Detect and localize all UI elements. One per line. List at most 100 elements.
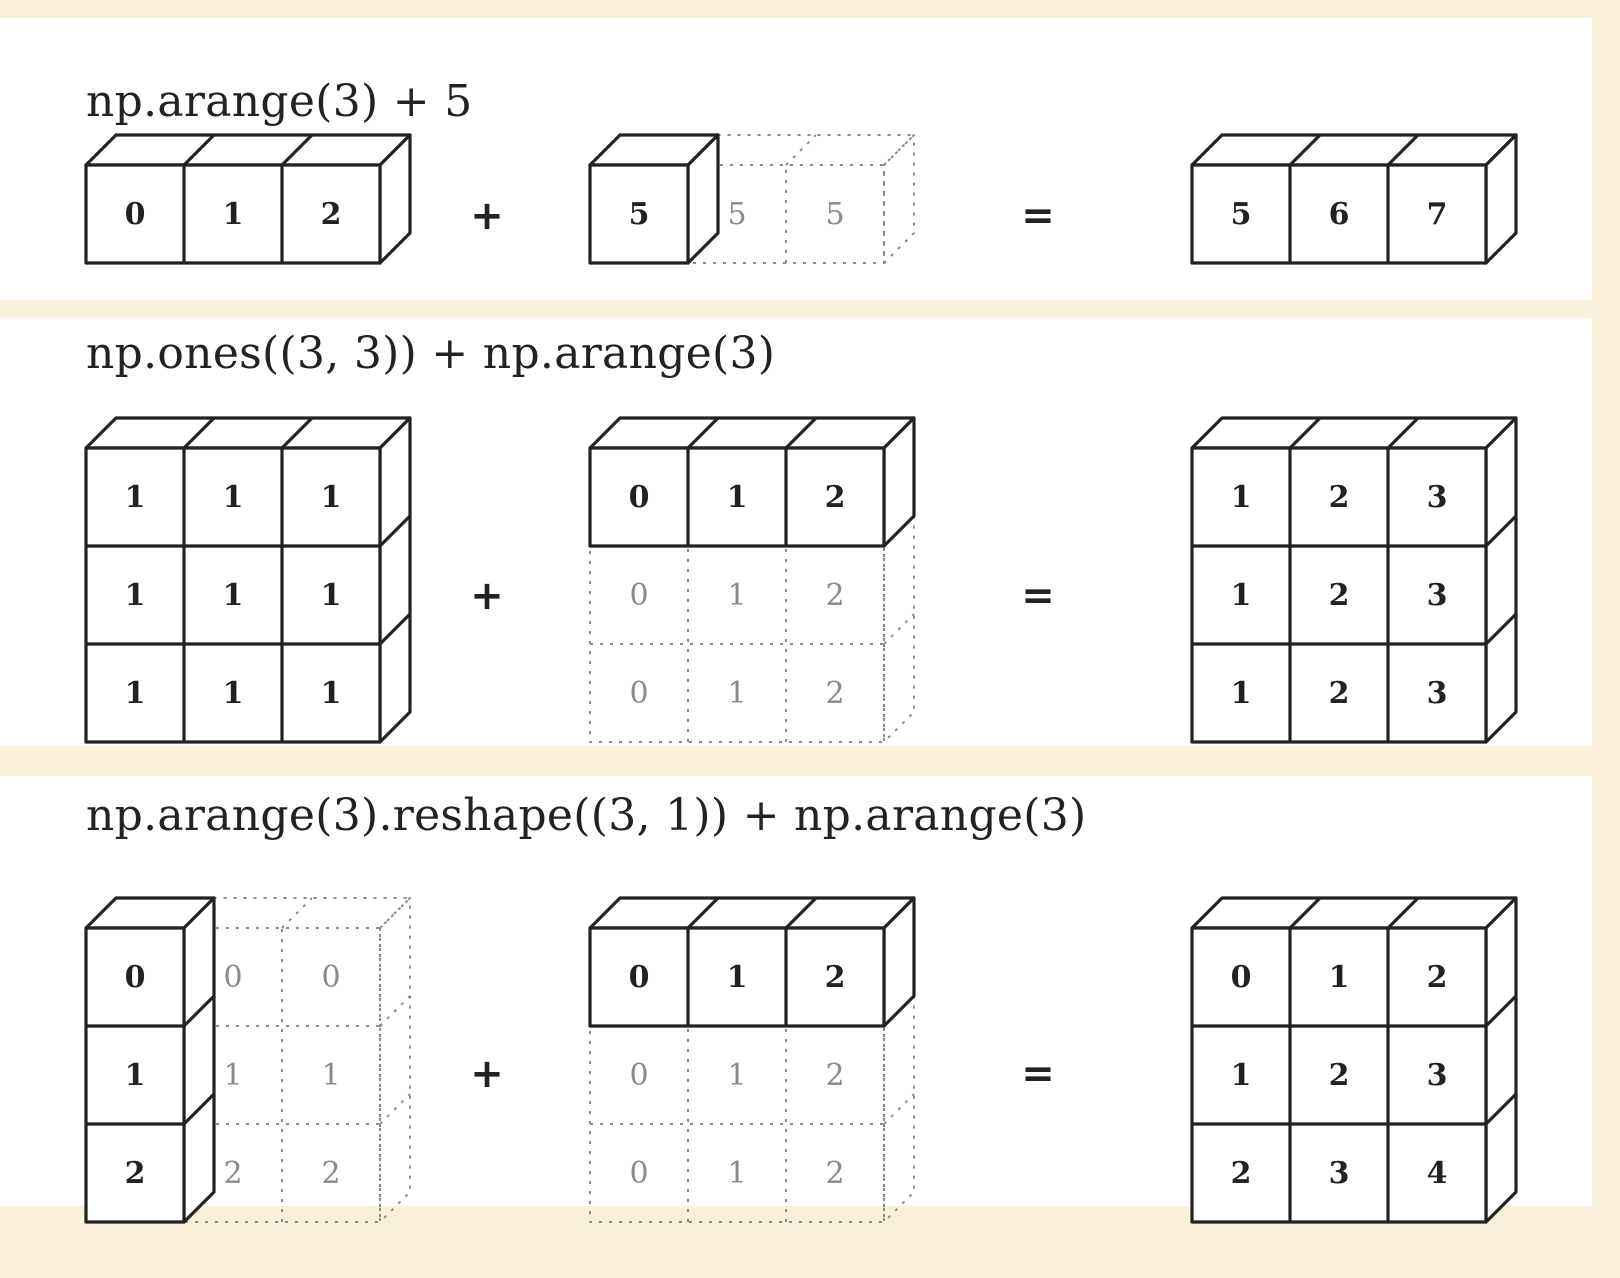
cell-value: 1 [321, 480, 342, 515]
row-3-right-array: 0 1 2 [588, 896, 916, 1028]
row-2-left-array-side-divider [378, 612, 412, 646]
row-2-result-array-top-divider [1386, 416, 1420, 450]
cell-value: 0 [125, 960, 146, 995]
row-1-left-array-front-face [84, 163, 382, 265]
row-2-left-array-side-face [378, 416, 412, 744]
row-2-right-broadcast-side-divider [883, 613, 915, 645]
cell-value: 2 [1329, 1058, 1350, 1093]
row-2-right-array: 0 1 2 [588, 416, 916, 548]
cell-value: 6 [1329, 197, 1350, 232]
row-2-left-array-top-divider [280, 416, 314, 450]
row-3-right-broadcast-front-face [589, 927, 885, 1223]
row-1-left-array: 0 1 2 [84, 133, 412, 265]
cell-value: 1 [223, 480, 244, 515]
cell-value: 3 [1427, 676, 1448, 711]
row-1-plus-operator: + [470, 193, 504, 239]
cell-value: 1 [1231, 676, 1252, 711]
cell-value: 2 [1427, 960, 1448, 995]
cell-value: 2 [125, 1156, 146, 1191]
row-3-right-broadcast: 0 1 2 0 1 2 [589, 897, 915, 1223]
cell-value: 5 [1231, 197, 1252, 232]
row-1-right-broadcast-front-face [589, 164, 885, 264]
row-3-right-array-top-face [588, 896, 916, 930]
row-2-equals-operator: = [1021, 573, 1055, 619]
cell-value: 3 [1329, 1156, 1350, 1191]
row-2-right-array-top-divider [784, 416, 818, 450]
cell-value: 1 [1231, 480, 1252, 515]
row-3-right-broadcast-side-divider [883, 1093, 915, 1125]
ghost-cell-value: 1 [727, 1156, 746, 1191]
row-3-result-array-top-divider [1386, 896, 1420, 930]
row-3-left-broadcast-top-divider [281, 897, 313, 929]
cell-value: 1 [727, 480, 748, 515]
row-2-right-array-top-face [588, 416, 916, 450]
row-2-title: np.ones((3, 3)) + np.arange(3) [86, 328, 776, 379]
row-3-plus-operator: + [470, 1051, 504, 1097]
ghost-cell-value: 2 [825, 1058, 844, 1093]
cell-value: 2 [321, 197, 342, 232]
cell-value: 2 [825, 960, 846, 995]
ghost-cell-value: 0 [629, 1058, 648, 1093]
row-1-title: np.arange(3) + 5 [86, 76, 473, 127]
row-2-result-array-side-divider [1484, 514, 1518, 548]
cell-value: 2 [825, 480, 846, 515]
ghost-cell-value: 1 [223, 1058, 242, 1093]
cell-value: 3 [1427, 480, 1448, 515]
row-3-result-array-side-divider [1484, 1092, 1518, 1126]
cell-value: 1 [223, 197, 244, 232]
cell-value: 1 [125, 676, 146, 711]
row-2-right-array-front-face [588, 446, 886, 548]
row-3-equals-operator: = [1021, 1051, 1055, 1097]
row-3-left-array-front-face [84, 926, 186, 1224]
row-1-result-array-front-face [1190, 163, 1488, 265]
ghost-cell-value: 2 [321, 1156, 340, 1191]
row-1-result-array-top-divider [1288, 133, 1322, 167]
cell-value: 2 [1329, 578, 1350, 613]
row-2-left-array-top-face [84, 416, 412, 450]
cell-value: 3 [1427, 578, 1448, 613]
row-1-left-array-top-face [84, 133, 412, 167]
row-3-right-array-top-divider [686, 896, 720, 930]
cell-value: 0 [629, 960, 650, 995]
cell-value: 1 [125, 1058, 146, 1093]
row-3-left-broadcast-front-face [85, 927, 381, 1223]
cell-value: 2 [1329, 676, 1350, 711]
ghost-cell-value: 5 [825, 197, 844, 232]
ghost-cell-value: 0 [223, 960, 242, 995]
row-2-right-broadcast-front-face [589, 447, 885, 743]
cell-value: 2 [1231, 1156, 1252, 1191]
ghost-cell-value: 0 [629, 578, 648, 613]
cell-value: 1 [321, 578, 342, 613]
ghost-cell-value: 1 [727, 676, 746, 711]
ghost-cell-value: 2 [825, 676, 844, 711]
row-1-right-broadcast-side-face [883, 134, 915, 264]
cell-value: 5 [629, 197, 650, 232]
row-3-result-array-side-face [1484, 896, 1518, 1224]
ghost-cell-value: 0 [321, 960, 340, 995]
ghost-cell-value: 1 [727, 1058, 746, 1093]
row-3-title: np.arange(3).reshape((3, 1)) + np.arange… [86, 790, 1087, 841]
cell-value: 1 [727, 960, 748, 995]
cell-value: 1 [223, 578, 244, 613]
row-3-left-array-side-face [182, 896, 216, 1224]
row-2-result-array-top-divider [1288, 416, 1322, 450]
row-3-result-array-side-divider [1484, 994, 1518, 1028]
cell-value: 0 [125, 197, 146, 232]
row-2-result-array-top-face [1190, 416, 1518, 450]
row-1-result-array: 5 6 7 [1190, 133, 1518, 265]
ghost-cell-value: 2 [825, 1156, 844, 1191]
cell-value: 1 [125, 578, 146, 613]
cell-value: 7 [1427, 197, 1448, 232]
row-3-result-array-front-face [1190, 926, 1488, 1224]
cell-value: 0 [1231, 960, 1252, 995]
cell-value: 1 [223, 676, 244, 711]
row-1-right-array: 5 [588, 133, 720, 265]
row-3-left-array-side-divider [182, 1092, 216, 1126]
cell-value: 0 [629, 480, 650, 515]
row-3-right-array-front-face [588, 926, 886, 1028]
row-3-result-array-top-divider [1288, 896, 1322, 930]
